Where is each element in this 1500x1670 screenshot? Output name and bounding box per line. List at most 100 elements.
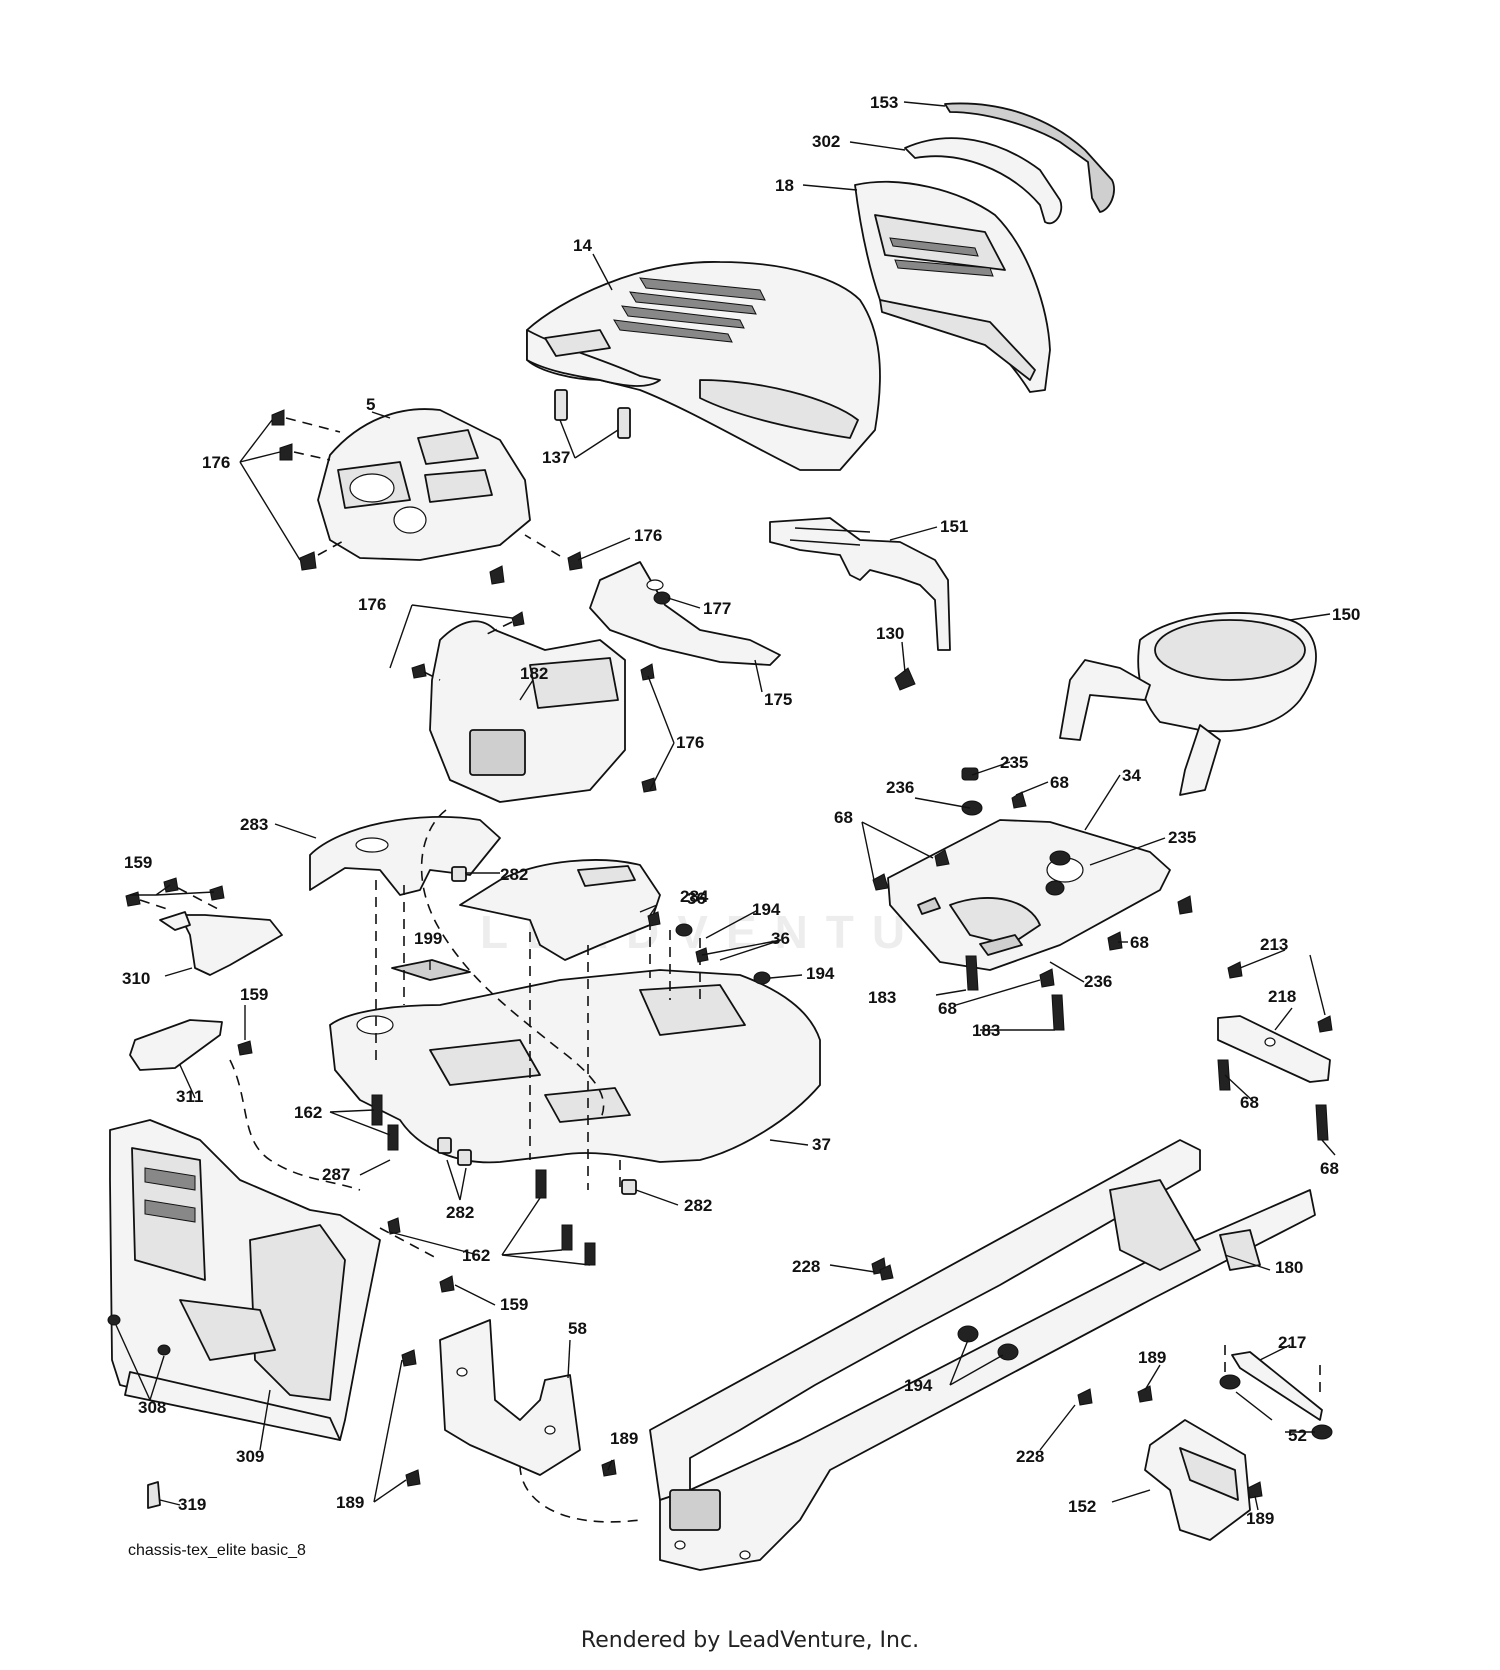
callout-183: 183 [972, 1021, 1000, 1040]
callout-176: 176 [202, 453, 230, 472]
callout-284: 284 [680, 887, 709, 906]
callout-58: 58 [568, 1319, 587, 1338]
fender-fasteners [371, 911, 771, 1293]
callout-308: 308 [138, 1398, 166, 1417]
callout-177: 177 [703, 599, 731, 618]
part-180-frame [649, 1139, 1316, 1571]
callout-199: 199 [414, 929, 442, 948]
diagram-caption: chassis-tex_elite basic_8 [128, 1542, 306, 1559]
part-150-tank [1059, 612, 1317, 796]
part-52-nuts [1219, 1374, 1333, 1440]
callout-189: 189 [1246, 1509, 1274, 1528]
callout-319: 319 [178, 1495, 206, 1514]
callout-176: 176 [676, 733, 704, 752]
callout-159: 159 [240, 985, 268, 1004]
part-283-cover [309, 816, 501, 896]
part-175-bracket [589, 561, 781, 666]
callout-36: 36 [687, 889, 706, 908]
leader-lines [115, 101, 1336, 1511]
part-182-console [429, 620, 626, 803]
callout-287: 287 [322, 1165, 350, 1184]
callout-175: 175 [764, 690, 792, 709]
part-218-bracket [1217, 1015, 1331, 1083]
callout-183: 183 [868, 988, 896, 1007]
part-217-rod [1231, 1351, 1323, 1421]
part-137-bumpers [554, 389, 631, 439]
part-153-trim [944, 102, 1115, 213]
part-5-dash [317, 408, 531, 561]
callout-194: 194 [904, 1376, 933, 1395]
callout-151: 151 [940, 517, 968, 536]
callout-236: 236 [1084, 972, 1112, 991]
callout-189: 189 [336, 1493, 364, 1512]
callout-34: 34 [1122, 766, 1141, 785]
callout-235: 235 [1000, 753, 1028, 772]
callout-37: 37 [812, 1135, 831, 1154]
part-58-bracket [439, 1319, 581, 1476]
callout-68: 68 [1130, 933, 1149, 952]
callout-180: 180 [1275, 1258, 1303, 1277]
callout-159: 159 [124, 853, 152, 872]
console-fasteners [411, 611, 657, 793]
callout-217: 217 [1278, 1333, 1306, 1352]
callout-labels: 153 302 18 14 5 176 137 176 151 176 177 … [122, 93, 1360, 1528]
plate-fasteners [872, 767, 1193, 1031]
callout-68: 68 [834, 808, 853, 827]
part-18-grille [854, 180, 1051, 393]
render-credit-footer: Rendered by LeadVenture, Inc. [580, 1628, 920, 1653]
part-309-front-frame [109, 1119, 381, 1441]
callout-162: 162 [294, 1103, 322, 1122]
part-228-fasteners [879, 1264, 894, 1281]
callout-14: 14 [573, 236, 592, 255]
callout-152: 152 [1068, 1497, 1096, 1516]
part-152-fasteners [1137, 1385, 1263, 1499]
callout-282: 282 [500, 865, 528, 884]
callout-235: 235 [1168, 828, 1196, 847]
dash-fasteners [271, 409, 583, 585]
part-199-plate [391, 959, 471, 981]
part-319-clip [147, 1481, 161, 1509]
part-284-cover [459, 859, 661, 961]
callout-68: 68 [938, 999, 957, 1018]
callout-311: 311 [176, 1087, 203, 1106]
part-302-trim [904, 137, 1063, 225]
callout-162: 162 [462, 1246, 490, 1265]
part-34-plate [887, 819, 1171, 971]
callout-176: 176 [358, 595, 386, 614]
callout-36: 36 [771, 929, 790, 948]
callout-309: 309 [236, 1447, 264, 1466]
callout-302: 302 [812, 132, 840, 151]
callout-5: 5 [366, 395, 375, 414]
assembly-dashes [229, 809, 1321, 1523]
bracket-159-fasteners [125, 877, 253, 1056]
callout-176: 176 [634, 526, 662, 545]
callout-153: 153 [870, 93, 898, 112]
bracket-218-fasteners [1217, 961, 1333, 1141]
callout-68: 68 [1240, 1093, 1259, 1112]
part-14-hood [526, 261, 881, 471]
callout-213: 213 [1260, 935, 1288, 954]
callout-68: 68 [1050, 773, 1069, 792]
callout-189: 189 [1138, 1348, 1166, 1367]
callout-236: 236 [886, 778, 914, 797]
callout-228: 228 [792, 1257, 820, 1276]
callout-52: 52 [1288, 1426, 1307, 1445]
callout-137: 137 [542, 448, 570, 467]
part-130-screw [894, 667, 916, 691]
callout-194: 194 [752, 900, 781, 919]
callout-310: 310 [122, 969, 150, 988]
part-152-bracket [1144, 1419, 1251, 1541]
callout-182: 182 [520, 664, 548, 683]
part-308-fasteners [107, 1314, 171, 1356]
part-311-bracket [129, 1019, 223, 1071]
callout-68: 68 [1320, 1159, 1339, 1178]
callout-189: 189 [610, 1429, 638, 1448]
part-37-fender [329, 969, 821, 1164]
part-310-bracket [159, 911, 283, 976]
callout-130: 130 [876, 624, 904, 643]
callout-194: 194 [806, 964, 835, 983]
callout-228: 228 [1016, 1447, 1044, 1466]
part-282-clips-top [451, 866, 467, 882]
callout-282: 282 [446, 1203, 474, 1222]
